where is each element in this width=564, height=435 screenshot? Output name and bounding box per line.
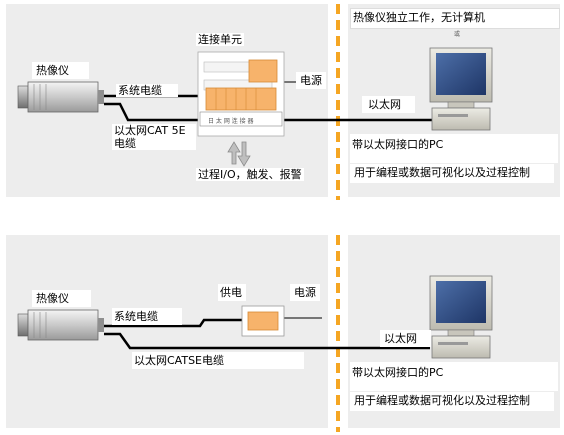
- bottom-pc-icon: [429, 275, 493, 359]
- top-unit-plate-text: 日 太 网 连 接 器: [208, 118, 254, 125]
- top-standalone-label: 热像仪独立工作，无计算机: [350, 8, 560, 29]
- top-io-label: 过程I/O，触发、报警: [196, 168, 304, 181]
- bottom-system-cable-label: 系统电缆: [112, 308, 182, 325]
- bottom-camera-icon: [17, 309, 104, 341]
- top-pc-description: 用于编程或数据可视化以及过程控制: [350, 164, 554, 183]
- top-ethernet-cable-label: 以太网CAT 5E 电缆: [112, 124, 196, 150]
- bottom-ethernet-cable: [104, 332, 430, 350]
- top-io-arrows: [227, 141, 251, 167]
- bottom-supply-module: [241, 305, 285, 337]
- bottom-system-cable: [104, 318, 242, 328]
- bottom-pc-description: 用于编程或数据可视化以及过程控制: [350, 392, 554, 411]
- top-connection-unit-label: 连接单元: [196, 33, 244, 46]
- bottom-camera-label: 热像仪: [32, 290, 91, 307]
- top-power-label: 电源: [296, 72, 326, 89]
- bottom-supply-label: 供电: [218, 284, 246, 301]
- bottom-power-label: 电源: [290, 284, 320, 301]
- top-pc-label: 带以太网接口的PC: [350, 134, 558, 163]
- top-ethernet-label: 以太网: [362, 96, 415, 113]
- bottom-ethernet-cable-label: 以太网CATSE电缆: [132, 352, 305, 369]
- bottom-ethernet-label: 以太网: [380, 330, 431, 347]
- top-connection-unit: [197, 51, 285, 137]
- bottom-pc-label: 带以太网接口的PC: [350, 362, 558, 391]
- top-stray-mark: 或: [454, 31, 461, 38]
- top-camera-label: 热像仪: [32, 62, 89, 79]
- top-system-cable-label: 系统电缆: [116, 84, 178, 97]
- top-camera-icon: [17, 81, 104, 113]
- top-pc-icon: [429, 47, 493, 131]
